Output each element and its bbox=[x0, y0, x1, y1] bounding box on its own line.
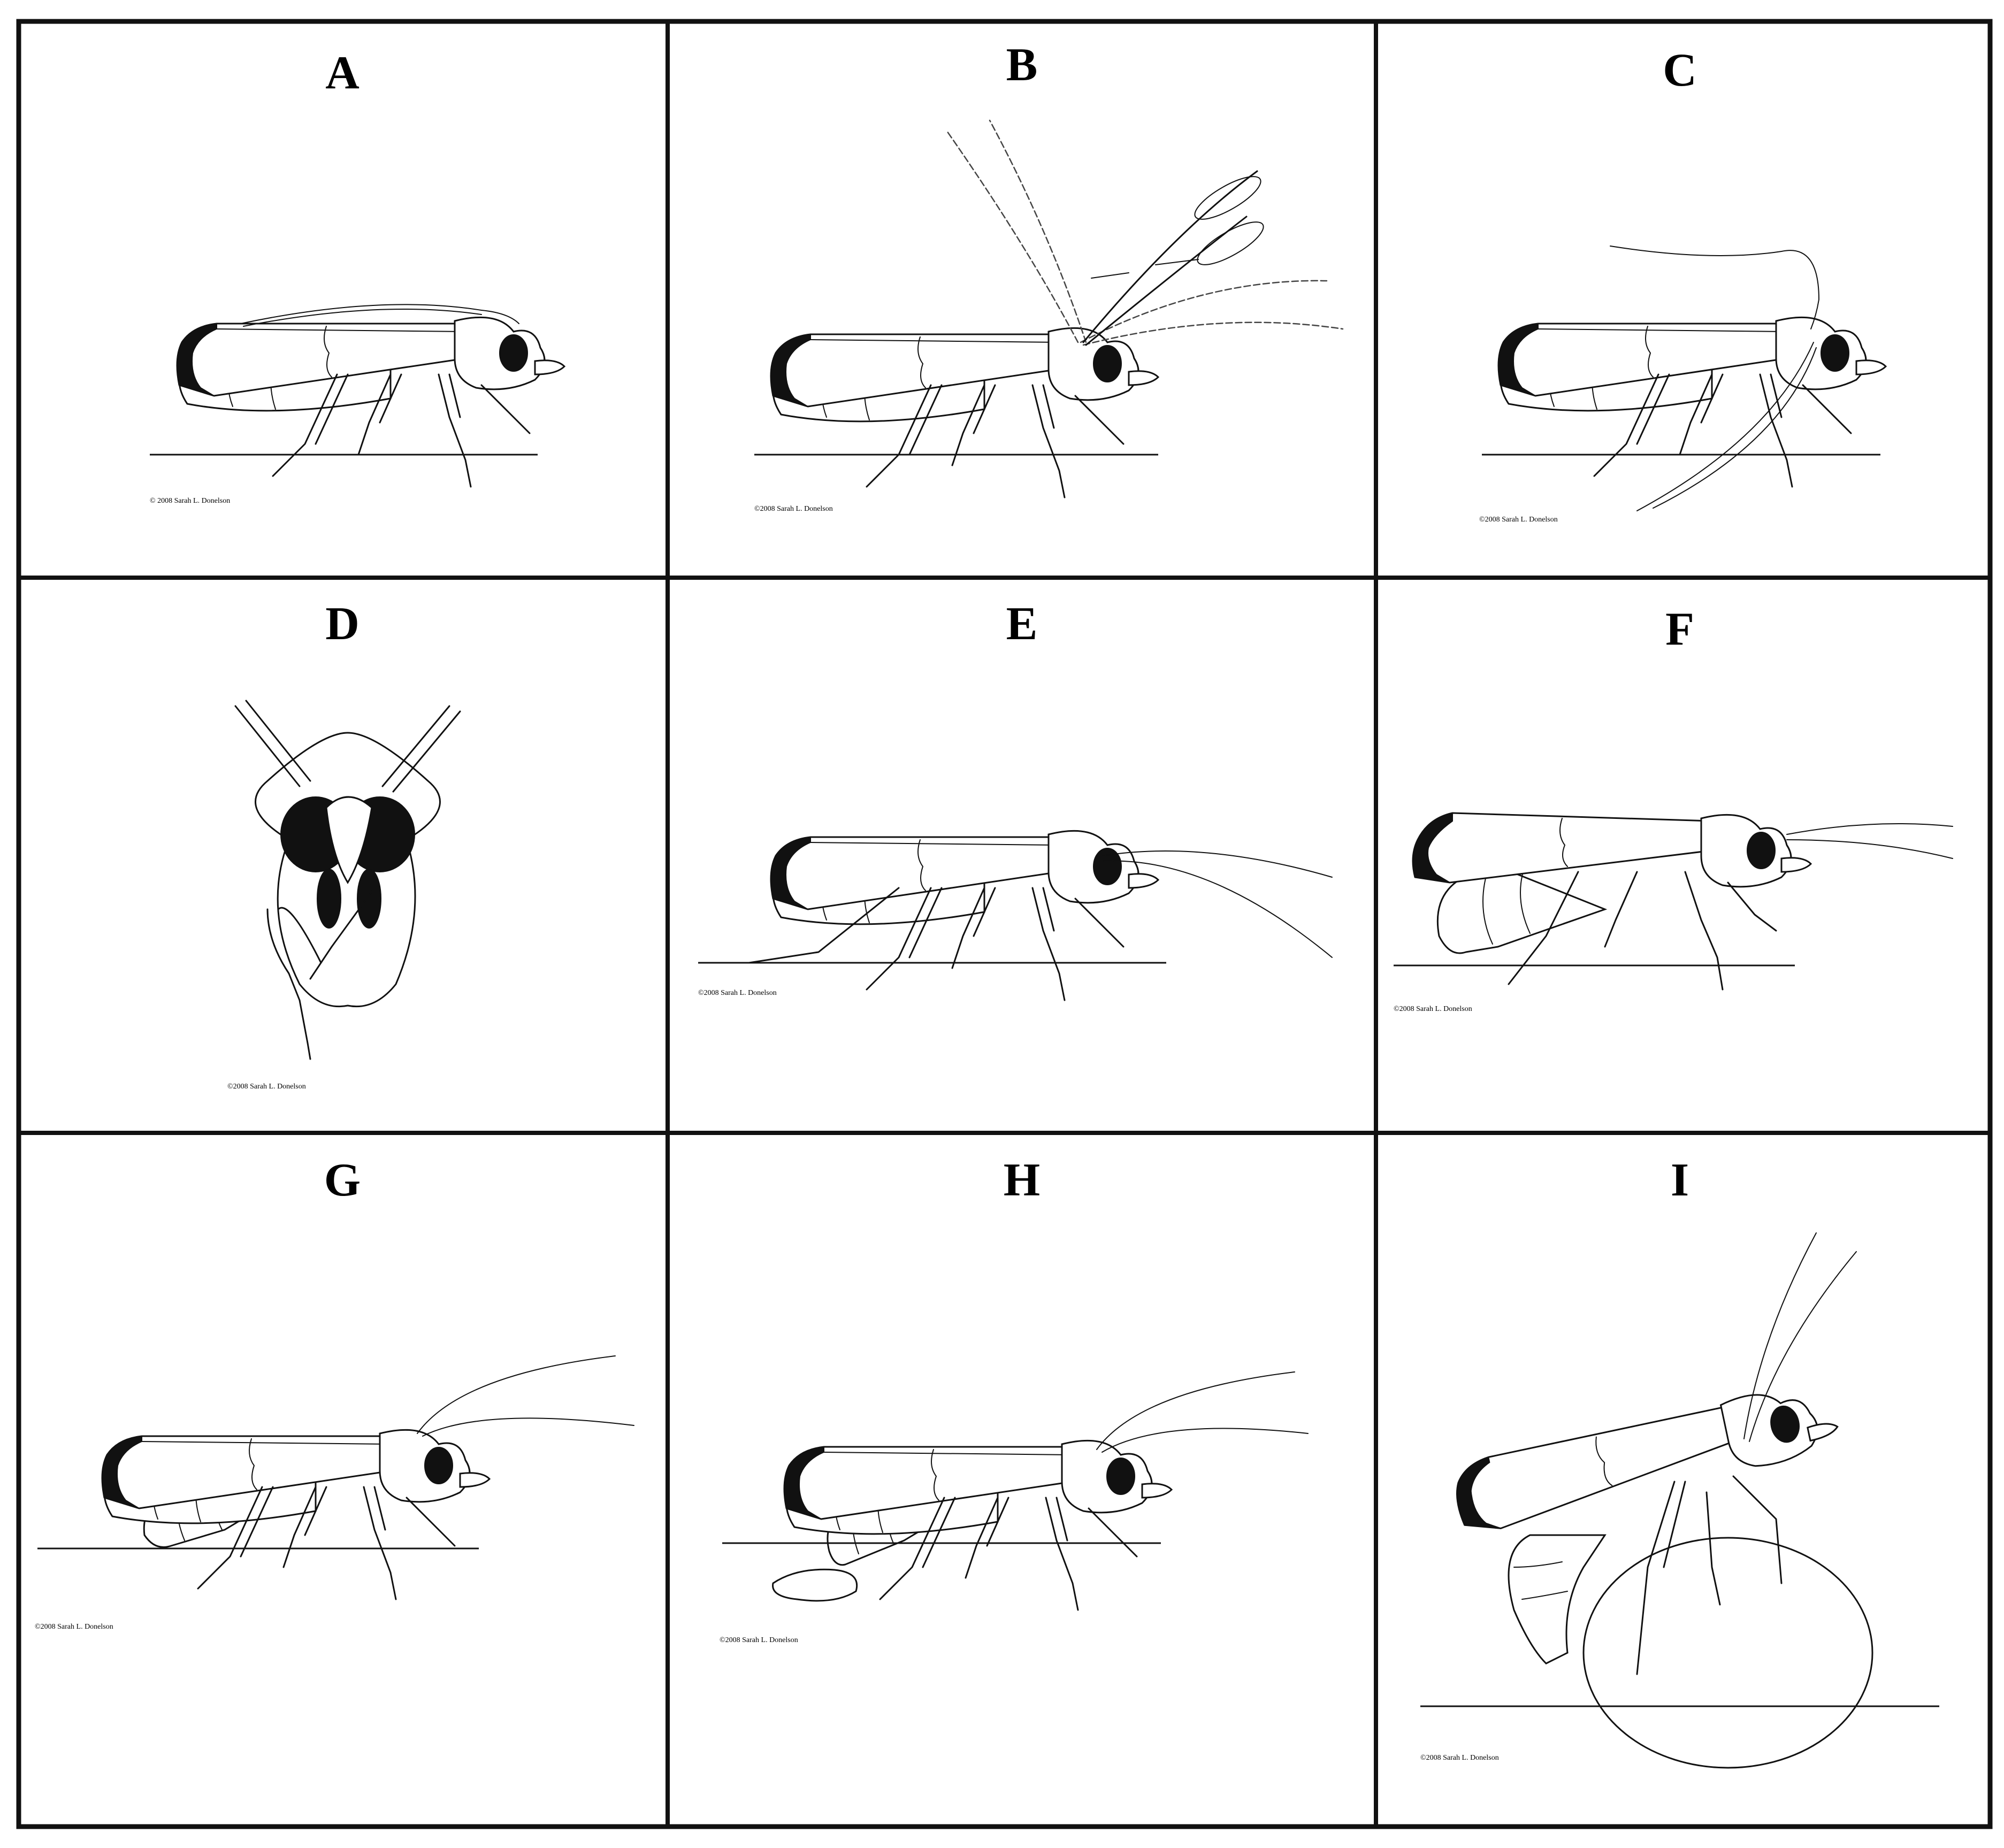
panel-label-c: C bbox=[1663, 44, 1697, 96]
host-seed bbox=[1582, 1537, 1873, 1769]
credit-b: ©2008 Sarah L. Donelson bbox=[754, 505, 833, 513]
panel-label-i: I bbox=[1671, 1154, 1689, 1206]
panel-a: A © 2008 Sarah L. Donelson bbox=[150, 47, 565, 505]
panel-label-e: E bbox=[1006, 598, 1038, 650]
credit-f: ©2008 Sarah L. Donelson bbox=[1394, 1005, 1472, 1013]
credit-h: ©2008 Sarah L. Donelson bbox=[720, 1636, 798, 1644]
panel-i: I ©2008 Sarah L. Donelson bbox=[1420, 1154, 1939, 1769]
panel-label-b: B bbox=[1006, 39, 1038, 91]
panel-label-a: A bbox=[325, 47, 360, 99]
panel-label-h: H bbox=[1004, 1154, 1040, 1206]
panel-h: H ©2008 Sarah L. Donelson bbox=[720, 1154, 1309, 1644]
credit-g: ©2008 Sarah L. Donelson bbox=[35, 1623, 113, 1631]
credit-i: ©2008 Sarah L. Donelson bbox=[1420, 1754, 1499, 1762]
deposit-h bbox=[772, 1568, 858, 1602]
panel-label-g: G bbox=[324, 1154, 361, 1206]
grid-frame bbox=[16, 19, 1993, 1829]
credit-e: ©2008 Sarah L. Donelson bbox=[698, 989, 777, 997]
panel-f: F ©2008 Sarah L. Donelson bbox=[1394, 603, 1953, 1013]
panel-e: E ©2008 Sarah L. Donelson bbox=[698, 598, 1333, 1001]
panel-label-f: F bbox=[1665, 603, 1694, 655]
panel-label-d: D bbox=[325, 598, 360, 650]
panel-d: D ©2008 Sarah L. Donelson bbox=[227, 598, 461, 1091]
credit-d: ©2008 Sarah L. Donelson bbox=[227, 1083, 306, 1091]
panel-b: B ©2008 Sarah L. Donelson bbox=[754, 39, 1344, 513]
credit-c: ©2008 Sarah L. Donelson bbox=[1479, 516, 1558, 524]
credit-a: © 2008 Sarah L. Donelson bbox=[150, 497, 230, 505]
panel-c: C ©2008 Sarah L. Donelson bbox=[1479, 44, 1887, 524]
panel-g: G ©2008 Sarah L. Donelson bbox=[35, 1154, 634, 1631]
